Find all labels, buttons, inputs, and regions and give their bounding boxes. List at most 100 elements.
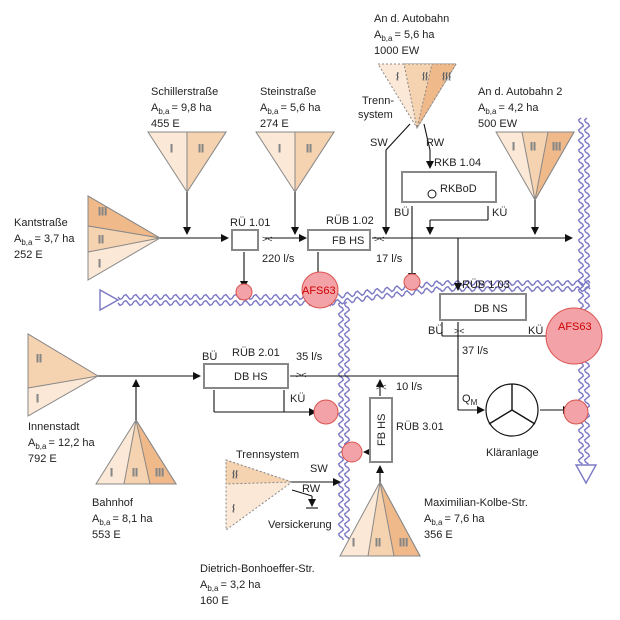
structure-name: RÜ 1.01 <box>230 217 270 229</box>
discharge-marker <box>235 283 253 301</box>
treatment-plant: Kläranlage QM <box>462 383 539 459</box>
zone-label: I <box>232 503 235 515</box>
catchment-population: 553 E <box>92 529 121 541</box>
zone-label: III <box>98 206 107 218</box>
zone-label: II <box>422 71 428 83</box>
structure-type: DB NS <box>474 303 508 315</box>
zone-label: I <box>512 141 515 153</box>
overflow-label: BÜ <box>428 325 443 337</box>
zone-label: III <box>442 71 451 83</box>
catchment-name: Schillerstraße <box>151 86 218 98</box>
structure-ru101: RÜ 1.01 220 l/s >< <box>230 217 295 265</box>
catchment-area: Ab,a= 3,7 ha <box>14 233 75 247</box>
throttle-icon: >< <box>262 234 273 244</box>
throttle-rate: 17 l/s <box>376 253 403 265</box>
catchment-name: Bahnhof <box>92 497 134 509</box>
zone-label: II <box>36 353 42 365</box>
versickerung-label: Versickerung <box>268 519 332 531</box>
zone-label: I <box>36 393 39 405</box>
catchment-population: 252 E <box>14 249 43 261</box>
river-outlet-triangle <box>574 464 598 485</box>
catchment-name: Maximilian-Kolbe-Str. <box>424 497 528 509</box>
rw-label: RW <box>302 483 321 495</box>
catchment-area: Ab,a= 5,6 ha <box>374 29 435 43</box>
catchment-name: An d. Autobahn <box>374 13 449 25</box>
zone-label: II <box>306 143 312 155</box>
structure-rub301: FB HS RÜB 3.01 10 l/s >< <box>369 381 444 463</box>
catchment-maxkolbe: I II III <box>339 480 421 557</box>
afs-label: AFS63 <box>302 285 336 297</box>
zone-label: II <box>530 141 536 153</box>
structure-type: RKBoD <box>440 183 477 195</box>
catchment-kantstrasse: III II I <box>87 195 161 281</box>
flow-lines <box>98 123 573 509</box>
overflow-label: BÜ <box>202 351 217 363</box>
zone-label: III <box>399 537 408 549</box>
zone-label: I <box>170 143 173 155</box>
discharge-marker <box>341 441 363 463</box>
river-system <box>99 117 598 541</box>
catchment-population: 455 E <box>151 118 180 130</box>
zone-label: III <box>552 141 561 153</box>
afs-label: AFS63 <box>558 321 592 333</box>
throttle-rate: 10 l/s <box>396 381 423 393</box>
trennsystem-label: Trenn-system <box>358 95 394 121</box>
overflow-label: KÜ <box>290 393 305 405</box>
zone-label: I <box>110 467 113 479</box>
structure-name: RÜB 1.03 <box>462 279 510 291</box>
zone-label: I <box>98 258 101 270</box>
plant-label: Kläranlage <box>486 447 539 459</box>
catchment-schiller: I II <box>147 131 227 194</box>
throttle-rate: 37 l/s <box>462 345 489 357</box>
river-east-b <box>583 117 591 465</box>
structure-rub102: RÜB 1.02 FB HS 17 l/s >< <box>307 215 403 265</box>
catchment-area: Ab,a= 12,2 ha <box>28 437 96 451</box>
structure-type: FB HS <box>376 414 388 446</box>
trennsystem-label: Trennsystem <box>236 449 299 461</box>
discharge-marker <box>313 399 339 425</box>
river-main-lower <box>117 285 591 308</box>
zone-label: II <box>375 537 381 549</box>
structure-rkb104: RKB 1.04 RKBoD BÜ KÜ <box>394 157 507 219</box>
catchment-population: 792 E <box>28 453 57 465</box>
zone-label: I <box>352 537 355 549</box>
catchment-bahnhof: I II III <box>95 418 177 485</box>
structure-rub103: RÜB 1.03 DB NS BÜ KÜ 37 l/s >< <box>428 279 543 357</box>
overflow-label: KÜ <box>492 207 507 219</box>
river-main-upper <box>117 279 591 302</box>
catchment-bonhoeffer: II I <box>225 459 294 531</box>
zone-label: II <box>198 143 204 155</box>
catchment-autobahn-1: I II III <box>377 63 457 130</box>
catchment-area: Ab,a= 7,6 ha <box>424 513 485 527</box>
catchment-area: Ab,a= 9,8 ha <box>151 102 212 116</box>
catchment-area: Ab,a= 3,2 ha <box>200 579 261 593</box>
zone-label: I <box>278 143 281 155</box>
catchment-population: 274 E <box>260 118 289 130</box>
catchment-area: Ab,a= 4,2 ha <box>478 102 539 116</box>
river-south-a <box>337 301 345 541</box>
catchment-stein: I II <box>255 131 335 194</box>
afs-marker <box>545 307 603 365</box>
discharge-marker <box>403 273 421 291</box>
throttle-icon: >< <box>454 326 465 336</box>
rw-label: RW <box>426 137 445 149</box>
catchment-name: Innenstadt <box>28 421 79 433</box>
catchment-population: 1000 EW <box>374 45 420 57</box>
sw-label: SW <box>310 463 328 475</box>
catchment-population: 160 E <box>200 595 229 607</box>
flow-label: QM <box>462 393 478 407</box>
overflow-label: KÜ <box>528 325 543 337</box>
structure-name: RÜB 3.01 <box>396 421 444 433</box>
throttle-icon: >< <box>296 370 307 380</box>
structure-name: RÜB 1.02 <box>326 215 374 227</box>
catchment-area: Ab,a= 5,6 ha <box>260 102 321 116</box>
zone-label: I <box>396 71 399 83</box>
catchment-population: 500 EW <box>478 118 518 130</box>
structure-type: FB HS <box>332 235 364 247</box>
structure-rub201: RÜB 2.01 DB HS BÜ KÜ 35 l/s >< <box>202 347 323 405</box>
valve-icon <box>427 189 437 199</box>
catchment-name: An d. Autobahn 2 <box>478 86 562 98</box>
catchment-population: 356 E <box>424 529 453 541</box>
structure-name: RKB 1.04 <box>434 157 481 169</box>
